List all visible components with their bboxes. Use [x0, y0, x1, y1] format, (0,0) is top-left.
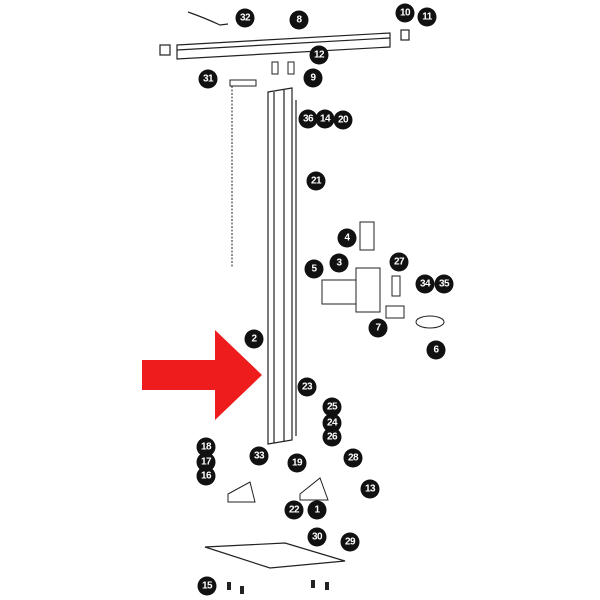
part-callout-30: 30	[307, 527, 327, 547]
base-brackets	[227, 477, 329, 503]
screws	[227, 580, 329, 594]
part-callout-18: 18	[196, 437, 216, 457]
part-callout-15: 15	[197, 576, 217, 596]
part-callout-1: 1	[307, 500, 327, 520]
cable	[187, 11, 229, 26]
part-callout-28: 28	[343, 448, 363, 468]
part-callout-32: 32	[235, 8, 255, 28]
vertical-column	[267, 87, 297, 445]
red-arrow	[142, 330, 262, 420]
part-callout-35: 35	[434, 274, 454, 294]
part-callout-11: 11	[417, 7, 437, 27]
part-callout-34: 34	[415, 274, 435, 294]
part-callout-6: 6	[426, 340, 446, 360]
right-components	[321, 221, 445, 329]
part-callout-5: 5	[304, 259, 324, 279]
part-callout-14: 14	[315, 109, 335, 129]
part-callout-26: 26	[322, 427, 342, 447]
part-callout-25: 25	[322, 397, 342, 417]
top-rail	[159, 29, 410, 60]
part-callout-23: 23	[297, 377, 317, 397]
part-callout-20: 20	[333, 110, 353, 130]
part-callout-33: 33	[249, 446, 269, 466]
part-callout-13: 13	[360, 479, 380, 499]
part-callout-3: 3	[329, 253, 349, 273]
part-callout-12: 12	[309, 45, 329, 65]
part-callout-22: 22	[284, 500, 304, 520]
part-callout-16: 16	[196, 466, 216, 486]
spring-bar	[229, 79, 257, 268]
part-callout-2: 2	[244, 329, 264, 349]
part-callout-29: 29	[340, 532, 360, 552]
part-callout-9: 9	[303, 68, 323, 88]
part-callout-31: 31	[198, 69, 218, 89]
part-callout-21: 21	[306, 171, 326, 191]
part-callout-19: 19	[287, 453, 307, 473]
part-callout-10: 10	[395, 3, 415, 23]
part-callout-27: 27	[389, 252, 409, 272]
part-callout-36: 36	[298, 109, 318, 129]
part-callout-8: 8	[289, 10, 309, 30]
brackets-top	[271, 61, 295, 75]
part-callout-4: 4	[337, 228, 357, 248]
base-plate	[204, 542, 346, 569]
part-callout-7: 7	[368, 318, 388, 338]
